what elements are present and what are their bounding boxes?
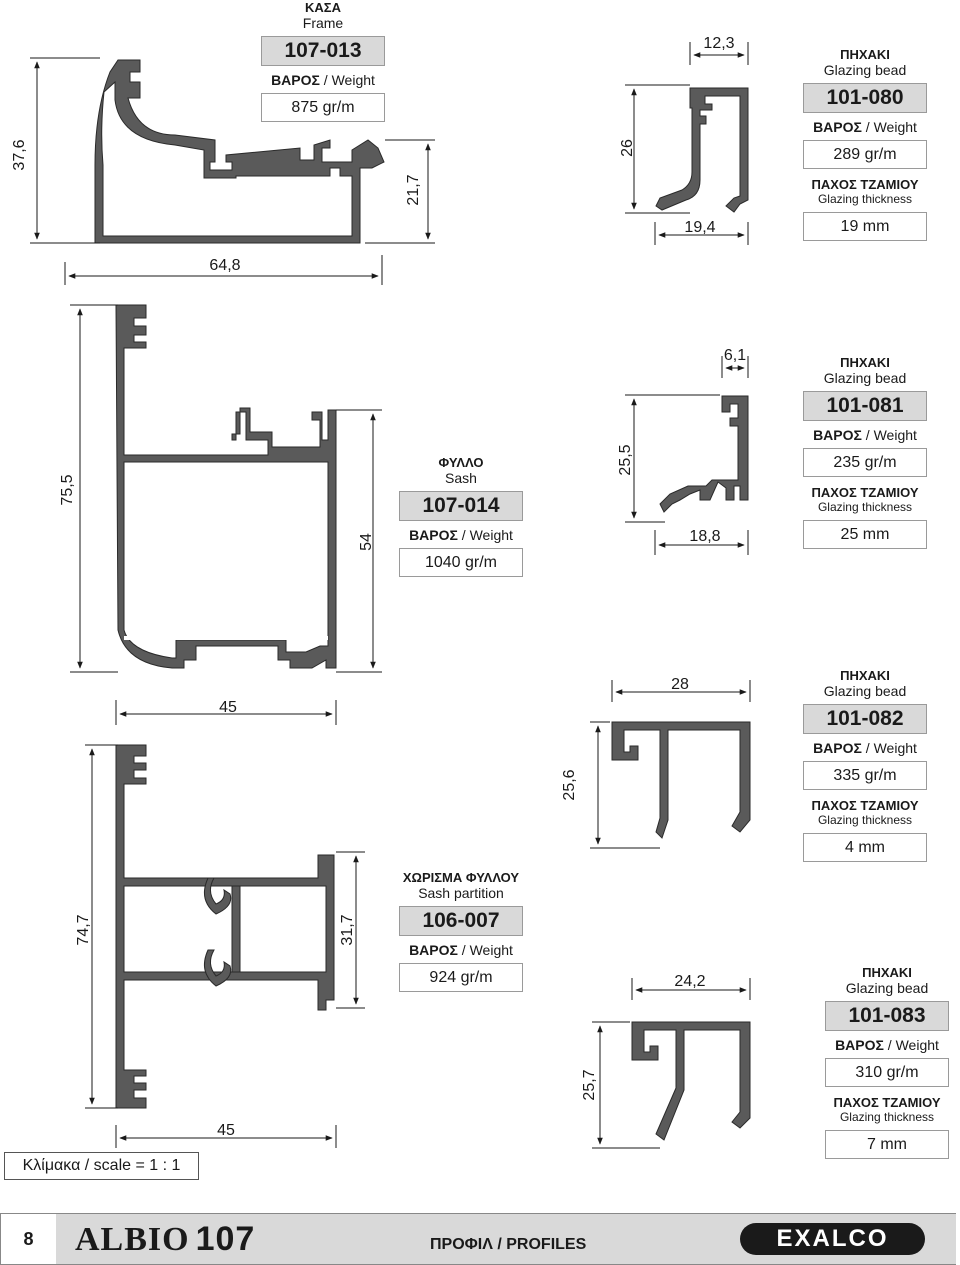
frame-dim-height: 37,6 [11, 139, 28, 170]
bead-082-info-card: ΠΗΧΑΚΙ Glazing bead 101-082 ΒΑΡΟΣ / Weig… [800, 668, 930, 862]
partition-info-card: ΧΩΡΙΣΜΑ ΦΥΛΛΟΥ Sash partition 106-007 ΒΑ… [392, 870, 530, 992]
sash-code: 107-014 [399, 491, 523, 521]
bead-080-dimensions [625, 42, 749, 245]
partition-title-gr: ΧΩΡΙΣΜΑ ΦΥΛΛΟΥ [402, 870, 520, 885]
bead-082-glazing-value: 4 mm [803, 833, 927, 862]
partition-title-en: Sash partition [418, 885, 504, 901]
partition-dimensions [85, 744, 365, 1148]
bead-083-info-card: ΠΗΧΑΚΙ Glazing bead 101-083 ΒΑΡΟΣ / Weig… [822, 965, 952, 1159]
bead-083-weight-value: 310 gr/m [825, 1058, 949, 1087]
frame-weight-value: 875 gr/m [261, 93, 385, 122]
bead-083-dimensions [592, 978, 751, 1149]
frame-code: 107-013 [261, 36, 385, 66]
partition-dim-height: 74,7 [75, 914, 92, 945]
bead-083-code: 101-083 [825, 1001, 949, 1031]
bead-080-info-card: ΠΗΧΑΚΙ Glazing bead 101-080 ΒΑΡΟΣ / Weig… [800, 47, 930, 241]
bead-080-glazing-label-gr: ΠΑΧΟΣ ΤΖΑΜΙΟΥ [811, 177, 919, 192]
sash-title-en: Sash [445, 470, 477, 486]
bead-081-dim-bottom: 18,8 [689, 528, 720, 545]
bead-082-glazing-label-en: Glazing thickness [817, 813, 913, 827]
frame-info-card: ΚΑΣΑ Frame 107-013 ΒΑΡΟΣ / Weight 875 gr… [258, 0, 388, 122]
bead-081-code: 101-081 [803, 391, 927, 421]
bead-081-title-gr: ΠΗΧΑΚΙ [840, 355, 890, 370]
sash-dim-height: 75,5 [59, 474, 76, 505]
partition-profile-drawing [115, 744, 335, 1109]
sash-dim-inner: 54 [358, 533, 375, 551]
bead-081-drawing [659, 395, 749, 513]
bead-083-glazing-label-gr: ΠΑΧΟΣ ΤΖΑΜΙΟΥ [833, 1095, 941, 1110]
bead-082-title-gr: ΠΗΧΑΚΙ [840, 668, 890, 683]
bead-080-dim-height: 26 [619, 139, 636, 157]
bead-082-glazing-label-gr: ΠΑΧΟΣ ΤΖΑΜΙΟΥ [811, 798, 919, 813]
partition-code: 106-007 [399, 906, 523, 936]
brand-name: ALBIO [75, 1221, 190, 1258]
bead-083-glazing-value: 7 mm [825, 1130, 949, 1159]
bead-083-dim-height: 25,7 [581, 1069, 598, 1100]
bead-080-title-gr: ΠΗΧΑΚΙ [840, 47, 890, 62]
bead-081-dim-height: 25,5 [617, 444, 634, 475]
bead-081-dimensions [625, 356, 749, 555]
bead-083-title-gr: ΠΗΧΑΚΙ [862, 965, 912, 980]
partition-weight-value: 924 gr/m [399, 963, 523, 992]
bead-083-title-en: Glazing bead [845, 980, 929, 996]
bead-082-drawing [611, 721, 751, 839]
bead-082-dim-width: 28 [671, 676, 689, 693]
sash-title-gr: ΦΥΛΛΟ [438, 455, 484, 470]
bead-083-drawing [631, 1021, 751, 1141]
bead-082-code: 101-082 [803, 704, 927, 734]
bead-082-weight-value: 335 gr/m [803, 761, 927, 790]
exalco-logo: EXALCO [740, 1223, 925, 1255]
scale-label: Κλίμακα / scale = 1 : 1 [4, 1152, 199, 1180]
bead-080-glazing-label-en: Glazing thickness [817, 192, 913, 206]
bead-081-title-en: Glazing bead [823, 370, 907, 386]
bead-081-info-card: ΠΗΧΑΚΙ Glazing bead 101-081 ΒΑΡΟΣ / Weig… [800, 355, 930, 549]
sash-profile-drawing [115, 304, 337, 669]
bead-082-dim-height: 25,6 [561, 769, 578, 800]
bead-082-dimensions [590, 680, 751, 849]
bead-083-weight-label: ΒΑΡΟΣ / Weight [835, 1037, 939, 1053]
bead-080-code: 101-080 [803, 83, 927, 113]
sash-dimensions [70, 304, 382, 725]
frame-dim-rebate: 21,7 [405, 174, 422, 205]
bead-080-glazing-value: 19 mm [803, 212, 927, 241]
bead-080-title-en: Glazing bead [823, 62, 907, 78]
bead-081-weight-value: 235 gr/m [803, 448, 927, 477]
bead-083-glazing-label-en: Glazing thickness [839, 1110, 935, 1124]
bead-081-glazing-value: 25 mm [803, 520, 927, 549]
bead-081-glazing-label-en: Glazing thickness [817, 500, 913, 514]
frame-title-en: Frame [302, 15, 344, 31]
bead-082-title-en: Glazing bead [823, 683, 907, 699]
frame-dim-width: 64,8 [209, 257, 240, 274]
bead-080-dim-bottom: 19,4 [684, 219, 715, 236]
bead-081-weight-label: ΒΑΡΟΣ / Weight [813, 427, 917, 443]
bead-081-glazing-label-gr: ΠΑΧΟΣ ΤΖΑΜΙΟΥ [811, 485, 919, 500]
section-title: ΠΡΟΦΙΛ / PROFILES [430, 1236, 587, 1253]
sash-info-card: ΦΥΛΛΟ Sash 107-014 ΒΑΡΟΣ / Weight 1040 g… [398, 455, 524, 577]
bead-080-dim-top: 12,3 [703, 35, 734, 52]
frame-weight-label: ΒΑΡΟΣ / Weight [271, 72, 375, 88]
bead-082-weight-label: ΒΑΡΟΣ / Weight [813, 740, 917, 756]
bead-080-weight-value: 289 gr/m [803, 140, 927, 169]
sash-weight-label: ΒΑΡΟΣ / Weight [409, 527, 513, 543]
sash-dim-width: 45 [219, 699, 237, 716]
bead-081-dim-top: 6,1 [724, 347, 746, 364]
partition-dim-inner: 31,7 [339, 914, 356, 945]
bead-080-drawing [655, 87, 749, 213]
sash-weight-value: 1040 gr/m [399, 548, 523, 577]
page-number: 8 [0, 1213, 57, 1265]
frame-profile-drawing [94, 59, 385, 244]
bead-080-weight-label: ΒΑΡΟΣ / Weight [813, 119, 917, 135]
bead-083-dim-width: 24,2 [674, 973, 705, 990]
frame-dimensions [30, 57, 435, 285]
partition-dim-width: 45 [217, 1122, 235, 1139]
partition-weight-label: ΒΑΡΟΣ / Weight [409, 942, 513, 958]
frame-title-gr: ΚΑΣΑ [305, 0, 341, 15]
brand-series: 107 [195, 1220, 256, 1258]
